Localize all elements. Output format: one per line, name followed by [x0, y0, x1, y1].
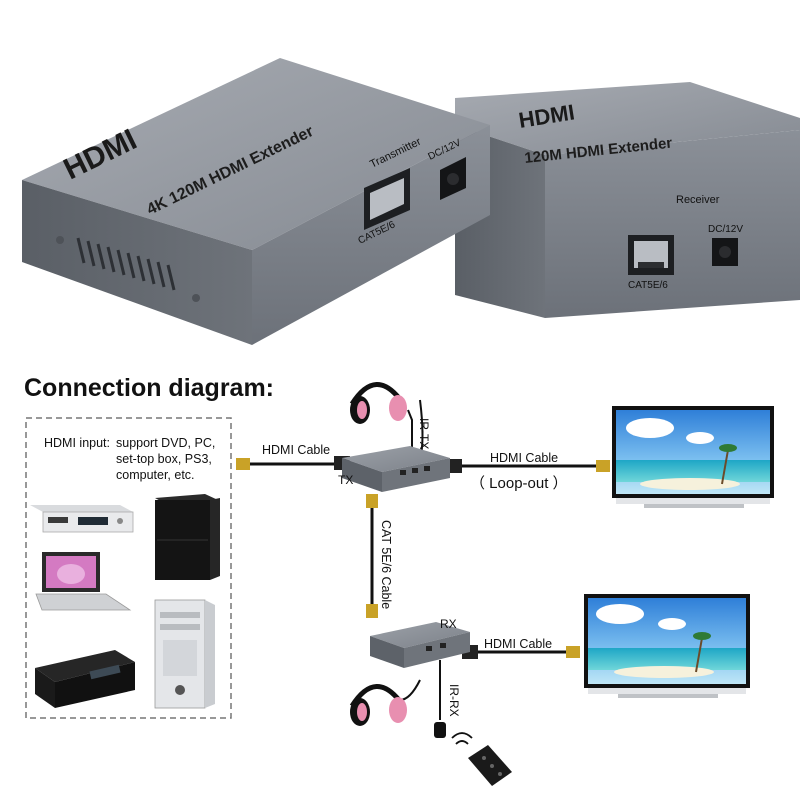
hdmi-input-line-3: computer, etc.: [116, 468, 195, 482]
rx-unit: [370, 622, 470, 668]
transmitter-top: [22, 58, 490, 250]
rj45-plug-tx: [366, 494, 378, 508]
hdmi-input-heading: HDMI input:: [44, 436, 110, 450]
transmitter-box: HDMI 4K 120M HDMI Extender Transmitter C…: [22, 58, 490, 345]
receiver-port-label: CAT5E/6: [628, 280, 668, 291]
receiver-front: [545, 130, 800, 318]
transmitter-vents: [76, 237, 176, 291]
source-devices-panel: [25, 417, 232, 719]
dvd-player-icon: [30, 505, 134, 533]
ps3-console-icon: [155, 494, 220, 580]
rj45-plug-rx: [366, 604, 378, 618]
laptop-icon: [35, 552, 132, 611]
pc-tower-icon: [154, 599, 215, 709]
set-top-box-icon: [35, 650, 135, 708]
headphones-icon: [349, 382, 407, 424]
receiver-role: Receiver: [676, 194, 720, 206]
receiver-top: [455, 82, 800, 155]
transmitter-front: [252, 125, 490, 345]
hdmi-plug-output-tv: [566, 646, 580, 658]
output-hdmi-cable-label: HDMI Cable: [484, 637, 552, 651]
remote-control-icon: [451, 732, 512, 786]
tx-label: TX: [338, 473, 353, 487]
loop-out-note: （ Loop-out ）: [470, 475, 568, 492]
hdmi-input-line-2: set-top box, PS3,: [116, 452, 212, 466]
loop-out-hdmi-cable-label: HDMI Cable: [490, 451, 558, 465]
ir-receiver-eye-icon: [434, 722, 446, 738]
transmitter-side: [22, 180, 252, 345]
tv-loop-out: [612, 406, 774, 508]
ir-tx-label: IR-TX: [417, 418, 431, 449]
cat-cable-label: CAT 5E/6 Cable: [379, 520, 393, 609]
hdmi-plugs: [236, 456, 610, 659]
headphones-icon: [349, 684, 407, 726]
hdmi-plug-input-source: [236, 458, 250, 470]
ir-rx-label: IR-RX: [447, 684, 461, 717]
hdmi-plug-loop-tv: [596, 460, 610, 472]
rx-label: RX: [440, 617, 457, 631]
receiver-power-label: DC/12V: [708, 224, 743, 235]
hdmi-input-line-1: support DVD, PC,: [116, 436, 215, 450]
tv-output: [584, 594, 750, 698]
receiver-box: HDMI 120M HDMI Extender Receiver CAT5E/6…: [455, 82, 800, 318]
diagram-title: Connection diagram:: [24, 374, 274, 402]
input-hdmi-cable-label: HDMI Cable: [262, 443, 330, 457]
tx-unit: [342, 446, 450, 492]
